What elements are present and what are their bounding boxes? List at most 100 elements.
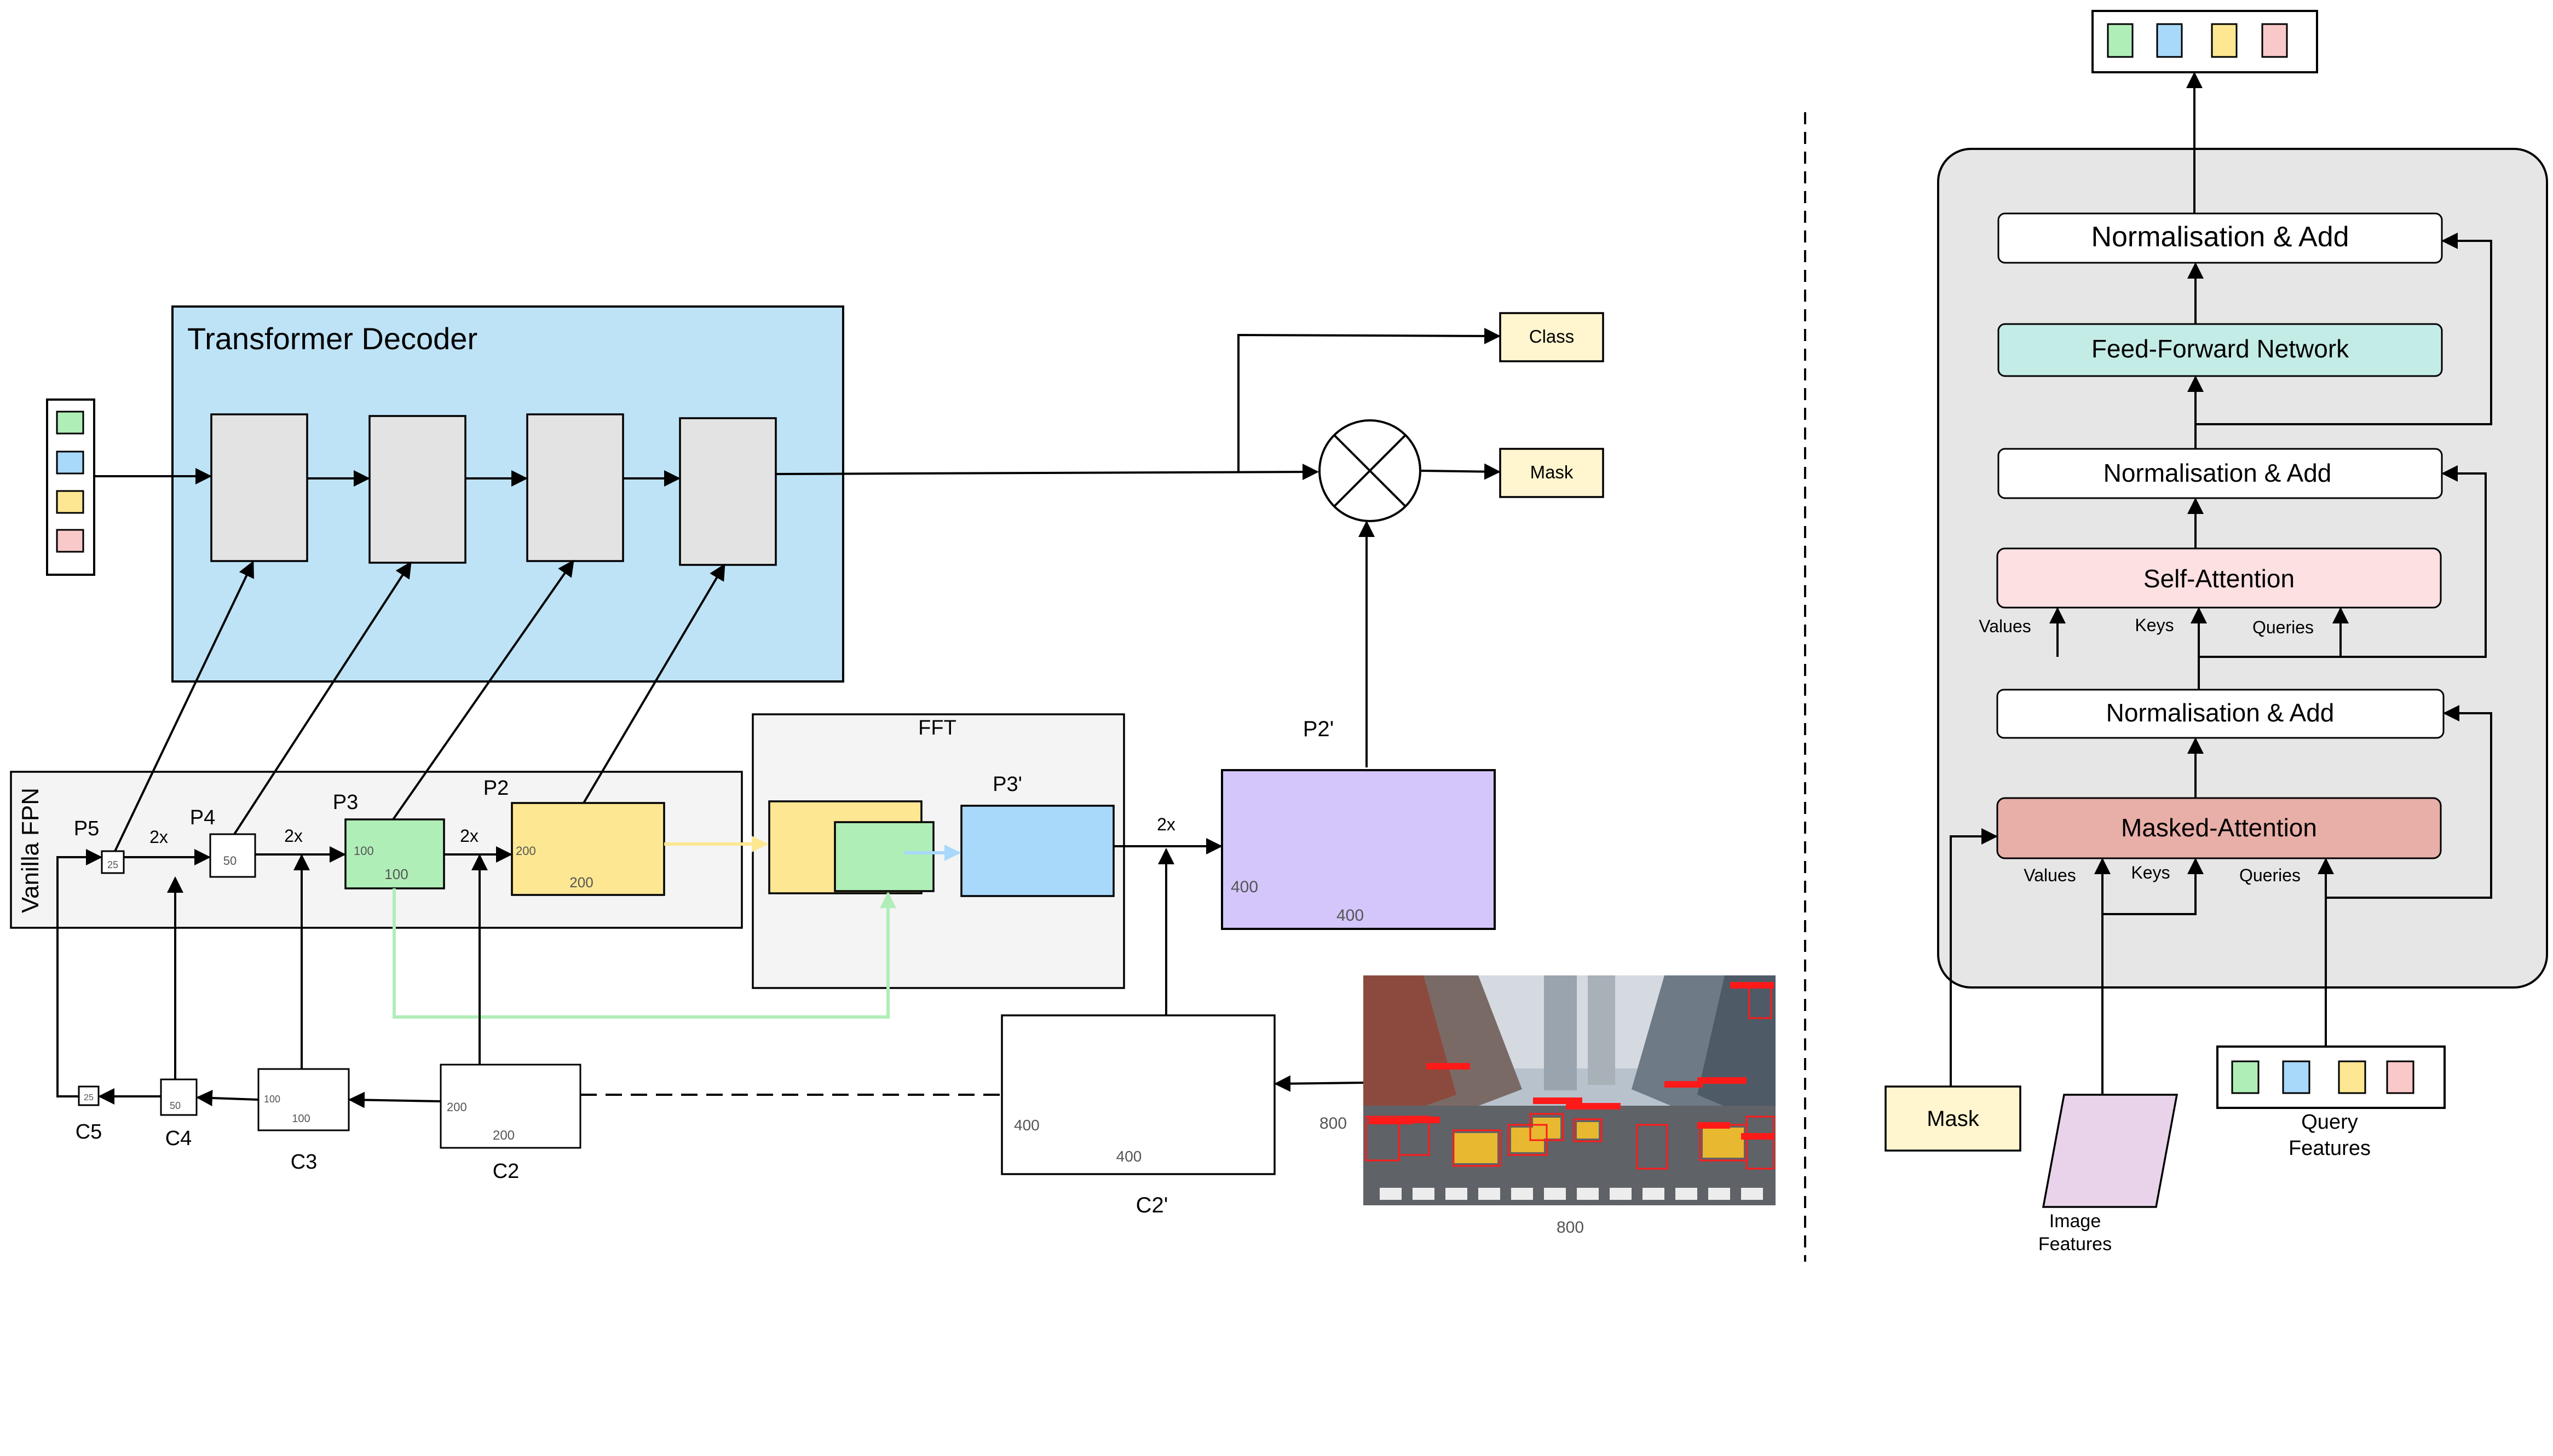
decoder-block-1 <box>210 413 308 562</box>
image-features-to-ma-keys-arrow <box>2101 858 2204 1095</box>
p3-prime-feature <box>960 805 1115 897</box>
p4-feature <box>209 833 256 878</box>
ma-keys-label: Keys <box>2131 863 2170 882</box>
street-image <box>1363 975 1776 1205</box>
fft-p3-copy <box>834 821 935 892</box>
p2prime-upsample-label: 2x <box>1157 814 1175 834</box>
norm-add-low-label: Normalisation & Add <box>2106 698 2335 727</box>
ffn-label: Feed-Forward Network <box>2091 334 2349 363</box>
c4-label: C4 <box>165 1127 192 1150</box>
p5-dim: 25 <box>107 859 118 870</box>
qf-pink-swatch <box>2386 1060 2414 1094</box>
p3-to-decoder-arrow <box>392 559 574 821</box>
query-stack <box>46 398 95 576</box>
c3-dim-h: 100 <box>264 1094 280 1105</box>
mask-output-box <box>1499 448 1604 498</box>
mask-input-label: Mask <box>1927 1107 1980 1131</box>
c2-label: C2 <box>493 1160 520 1183</box>
query-blue-swatch <box>56 450 84 475</box>
ffn-box <box>1997 323 2443 377</box>
image-features-label-1: Image <box>2049 1211 2101 1232</box>
out-blue-swatch <box>2156 23 2183 58</box>
multiply-to-mask-arrow <box>1421 463 1501 480</box>
c5-dim: 25 <box>84 1093 94 1102</box>
decoder-to-multiply-arrow <box>775 464 1319 481</box>
c3-feature <box>257 1068 350 1131</box>
decoder-block-4 <box>679 417 777 566</box>
fpn-upsample-label-3: 2x <box>460 826 479 846</box>
c2-prime-feature <box>1001 1014 1276 1175</box>
fpn-upsample-label-2: 2x <box>284 826 303 846</box>
query-pink-swatch <box>56 529 84 553</box>
c5-label: C5 <box>76 1120 102 1143</box>
norm-add-mid-label: Normalisation & Add <box>2104 459 2332 487</box>
c2-dim-h: 200 <box>447 1100 467 1114</box>
decoder-to-class-arrow <box>1237 327 1501 472</box>
p5-to-decoder-arrow <box>114 561 254 852</box>
p4-to-decoder-arrow <box>233 561 412 835</box>
c2prime-dim-h: 400 <box>1014 1117 1040 1134</box>
fpn-upsample-label-1: 2x <box>149 827 168 847</box>
image-dim-h: 800 <box>1319 1114 1347 1133</box>
output-query-stack <box>2091 10 2318 73</box>
p3-skip-to-fft-arrow <box>393 888 896 1019</box>
sa-values-label: Values <box>1979 616 2031 636</box>
out-green-swatch <box>2107 23 2134 58</box>
out-pink-swatch <box>2261 23 2288 58</box>
mask-input-box <box>1885 1085 2021 1152</box>
qf-green-swatch <box>2231 1060 2260 1094</box>
c2-prime-label: C2' <box>1136 1193 1168 1217</box>
p2-dim-h: 200 <box>516 844 536 858</box>
p2-prime-feature <box>1221 769 1496 930</box>
masked-attention-label: Masked-Attention <box>2121 813 2317 842</box>
self-attention-box <box>1996 547 2442 609</box>
p3-prime-label: P3' <box>993 773 1022 796</box>
query-features-label-1: Query <box>2301 1111 2358 1134</box>
p3-label: P3 <box>333 791 358 814</box>
multiply-icon <box>1318 419 1421 522</box>
p4-label: P4 <box>190 806 215 829</box>
vanilla-fpn-title: Vanilla FPN <box>17 788 44 913</box>
c3-dim-w: 100 <box>292 1113 310 1125</box>
c4-dim: 50 <box>170 1100 181 1111</box>
c2-to-c3-arrow <box>348 1091 441 1108</box>
qf-yellow-swatch <box>2338 1060 2366 1094</box>
residual-top-arrow <box>2195 233 2492 425</box>
p2-prime-label: P2' <box>1303 717 1334 741</box>
class-output-box <box>1499 312 1604 362</box>
c3-label: C3 <box>291 1151 318 1174</box>
norm-add-top-label: Normalisation & Add <box>2091 221 2349 253</box>
query-features-stack <box>2216 1045 2446 1109</box>
p3-dim-w: 100 <box>384 866 408 882</box>
c3-to-c4-arrow <box>196 1089 259 1106</box>
c2-feature <box>440 1064 581 1149</box>
qf-blue-swatch <box>2282 1060 2310 1094</box>
image-dim-w: 800 <box>1557 1218 1584 1237</box>
sa-keys-label: Keys <box>2135 615 2174 635</box>
ma-values-label: Values <box>2024 865 2076 885</box>
p2prime-dim-h: 400 <box>1231 878 1258 896</box>
p3-dim-h: 100 <box>354 844 374 858</box>
transformer-decoder-title: Transformer Decoder <box>187 321 477 356</box>
mask-output-label: Mask <box>1530 462 1574 482</box>
p2-dim-w: 200 <box>569 874 593 891</box>
c4-feature <box>160 1078 198 1116</box>
decoder-block-3 <box>526 413 624 562</box>
residual-mid-arrow <box>2198 465 2487 690</box>
query-green-swatch <box>56 411 84 435</box>
c2-dim-w: 200 <box>493 1128 515 1143</box>
image-features-label-2: Features <box>2038 1234 2112 1255</box>
c2prime-dim-w: 400 <box>1116 1148 1142 1165</box>
c5-to-p5-arrow <box>56 849 102 1097</box>
ma-queries-label: Queries <box>2239 865 2301 885</box>
self-attention-label: Self-Attention <box>2143 564 2295 593</box>
query-features-label-2: Features <box>2289 1137 2371 1160</box>
decoder-block-2 <box>368 415 466 564</box>
p5-label: P5 <box>74 817 99 840</box>
p2-feature <box>511 802 665 896</box>
class-output-label: Class <box>1529 326 1575 346</box>
fft-title: FFT <box>918 717 956 739</box>
out-yellow-swatch <box>2211 23 2238 58</box>
p2-to-decoder-arrow <box>583 563 725 804</box>
